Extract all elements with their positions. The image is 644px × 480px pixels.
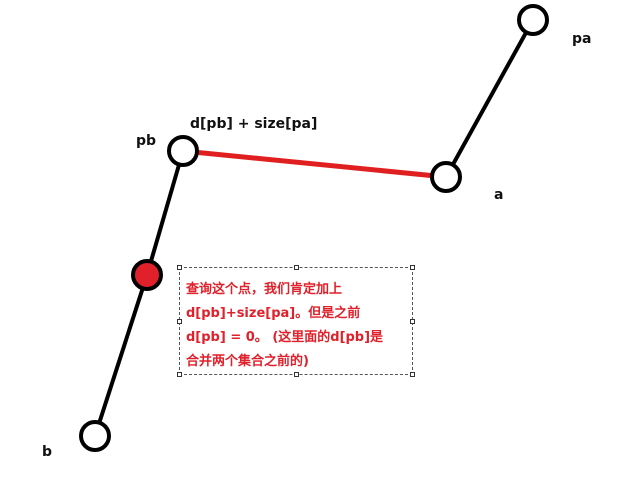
note-line-1: 查询这个点，我们肯定加上 bbox=[186, 282, 343, 297]
label-a: a bbox=[494, 187, 504, 203]
note-line-4: 合并两个集合之前的) bbox=[186, 354, 309, 369]
resize-handle-tr[interactable] bbox=[410, 265, 415, 270]
note-line-2: d[pb]+size[pa]。但是之前 bbox=[186, 306, 361, 321]
node-pb bbox=[167, 135, 199, 167]
label-pb: pb bbox=[136, 133, 157, 149]
resize-handle-tl[interactable] bbox=[177, 265, 182, 270]
label-b: b bbox=[42, 444, 53, 460]
node-query bbox=[131, 259, 163, 291]
resize-handle-bl[interactable] bbox=[177, 372, 182, 377]
resize-handle-tc[interactable] bbox=[294, 265, 299, 270]
resize-handle-mr[interactable] bbox=[410, 319, 415, 324]
note-line-3: d[pb] = 0。 (这里面的d[pb]是 bbox=[186, 330, 384, 345]
node-a bbox=[430, 161, 462, 193]
resize-handle-ml[interactable] bbox=[177, 319, 182, 324]
resize-handle-br[interactable] bbox=[410, 372, 415, 377]
edge-query-b bbox=[93, 274, 149, 437]
note-textbox[interactable]: 查询这个点，我们肯定加上 d[pb]+size[pa]。但是之前 d[pb] =… bbox=[177, 265, 415, 377]
label-pa: pa bbox=[572, 31, 592, 47]
node-pa bbox=[517, 4, 549, 36]
edge-pb-a-highlight bbox=[182, 148, 447, 180]
label-edge: d[pb] + size[pa] bbox=[190, 116, 318, 132]
resize-handle-bc[interactable] bbox=[294, 372, 299, 377]
edge-pb-query bbox=[145, 150, 185, 276]
edge-pa-a bbox=[444, 19, 535, 178]
node-b bbox=[79, 420, 111, 452]
